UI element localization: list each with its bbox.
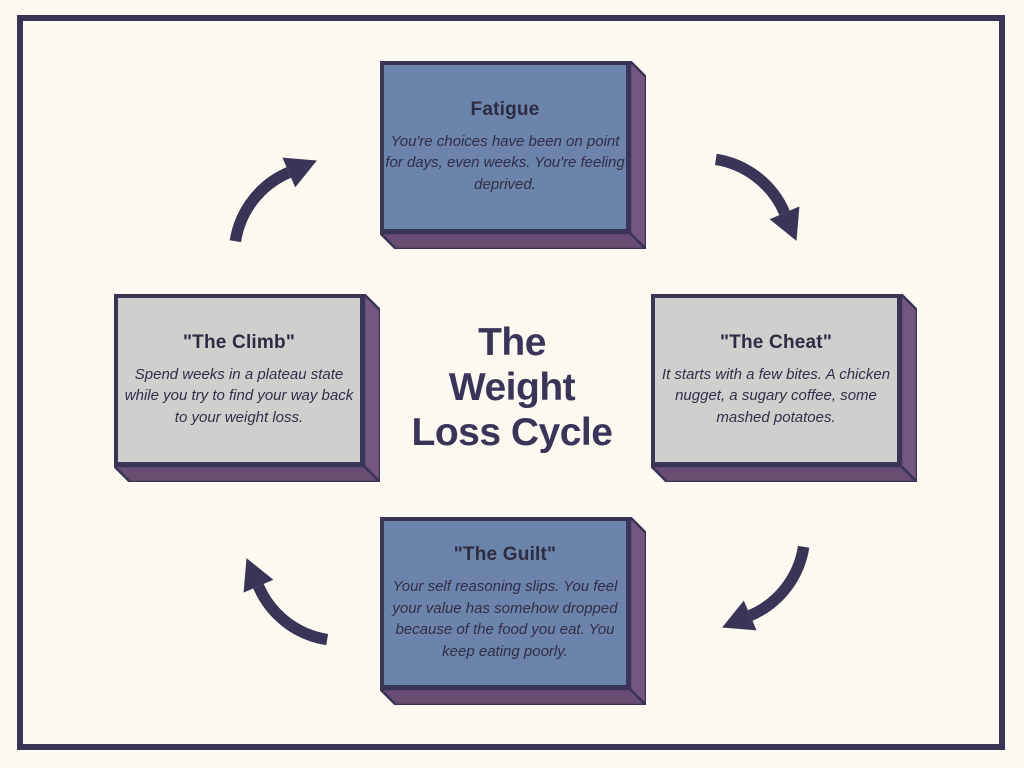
box-bevel-bottom — [651, 464, 917, 482]
box-heading-the-cheat: "The Cheat" — [719, 331, 833, 353]
box-face — [114, 294, 364, 466]
box-bevel-bottom — [380, 231, 646, 249]
curved-arrow-climb-to-fatigue-icon — [229, 157, 317, 243]
curved-arrow-cheat-to-guilt-icon — [722, 545, 810, 631]
diagram-title: The Weight Loss Cycle — [387, 320, 637, 455]
box-content: "The Cheat" It starts with a few bites. … — [651, 294, 901, 466]
box-face — [380, 517, 630, 689]
cycle-box-fatigue: Fatigue You're choices have been on poin… — [380, 61, 646, 249]
box-heading-fatigue: Fatigue — [470, 98, 540, 120]
box-bevel-right — [899, 294, 917, 482]
box-content: "The Climb" Spend weeks in a plateau sta… — [114, 294, 364, 466]
title-line-2: Weight — [448, 366, 576, 409]
box-3d-frame — [380, 61, 646, 249]
outer-border-frame — [17, 15, 1005, 750]
box-bevel-right — [628, 517, 646, 705]
box-3d-frame — [651, 294, 917, 482]
curved-arrow-fatigue-to-cheat-icon — [714, 153, 800, 241]
box-heading-the-guilt: "The Guilt" — [453, 544, 557, 565]
cycle-box-the-cheat: "The Cheat" It starts with a few bites. … — [651, 294, 917, 482]
box-face — [651, 294, 901, 466]
cycle-box-the-guilt: "The Guilt" Your self reasoning slips. Y… — [380, 517, 646, 705]
box-bevel-right — [362, 294, 380, 482]
box-bevel-right — [628, 61, 646, 249]
title-line-3: Loss Cycle — [411, 411, 613, 454]
box-content: "The Guilt" Your self reasoning slips. Y… — [380, 517, 630, 689]
box-body-the-guilt: Your self reasoning slips. You feel your… — [392, 578, 618, 660]
box-face — [380, 61, 630, 233]
box-body-the-climb: Spend weeks in a plateau state while you… — [124, 365, 354, 426]
box-heading-the-climb: "The Climb" — [182, 331, 296, 353]
box-3d-frame — [380, 517, 646, 705]
box-bevel-bottom — [114, 464, 380, 482]
box-body-the-cheat: It starts with a few bites. A chicken nu… — [661, 365, 891, 426]
box-bevel-bottom — [380, 687, 646, 705]
cycle-box-the-climb: "The Climb" Spend weeks in a plateau sta… — [114, 294, 380, 482]
box-content: Fatigue You're choices have been on poin… — [380, 61, 630, 233]
box-3d-frame — [114, 294, 380, 482]
box-body-fatigue: You're choices have been on point for da… — [385, 132, 625, 193]
curved-arrow-guilt-to-climb-icon — [243, 558, 329, 646]
title-line-1: The — [478, 321, 546, 364]
